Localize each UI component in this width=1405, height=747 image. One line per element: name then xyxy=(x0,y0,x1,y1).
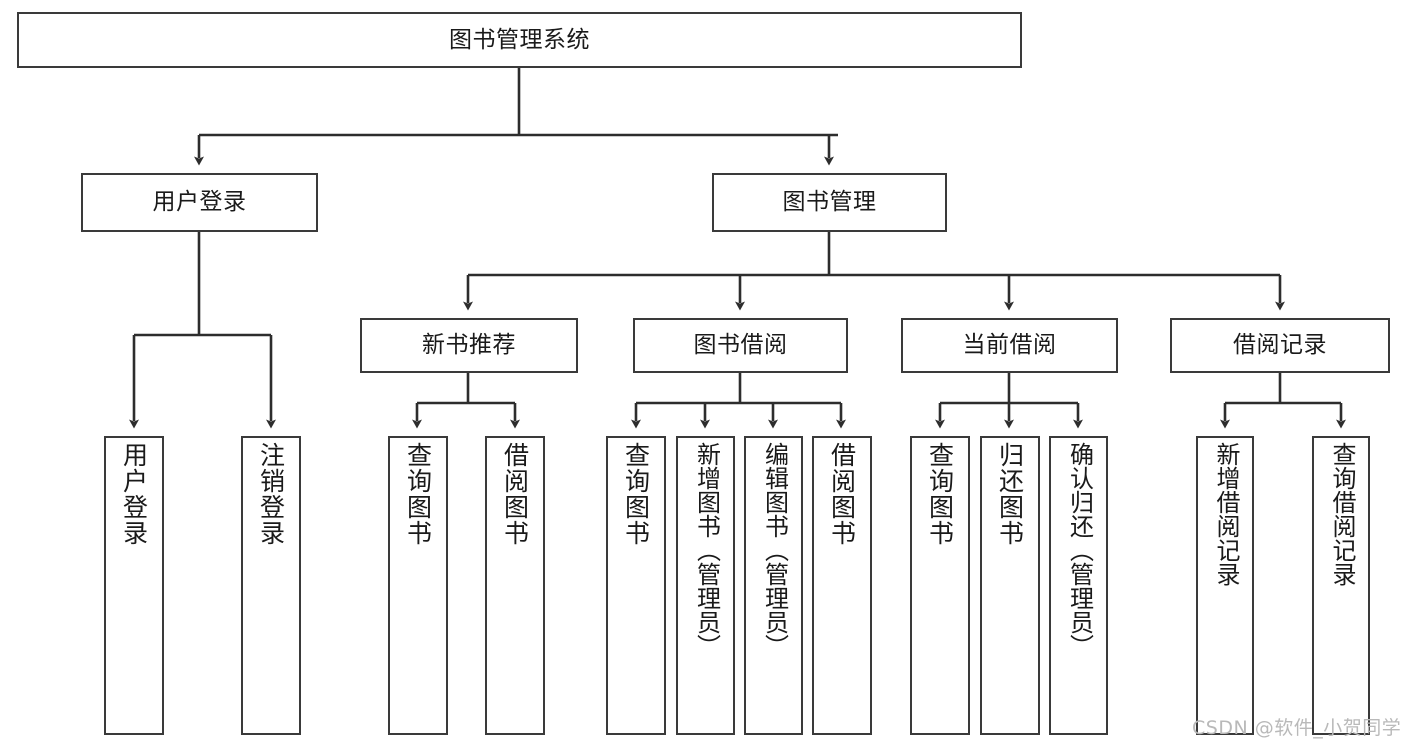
leaf-user-login-label: 用户登录 xyxy=(119,442,149,546)
node-book-borrow-label: 图书借阅 xyxy=(693,332,788,359)
node-root-label: 图书管理系统 xyxy=(449,26,590,53)
csdn-watermark: CSDN @软件_小贺同学 xyxy=(1192,717,1402,739)
node-book-management-label: 图书管理 xyxy=(782,189,877,216)
leaf-borrow-book-newbook[interactable]: 借阅图书 xyxy=(485,436,545,735)
leaf-edit-book-admin-label: 编辑图书（管理员） xyxy=(760,442,789,658)
leaf-query-book-current-label: 查询图书 xyxy=(925,442,955,546)
leaf-return-book-label: 归还图书 xyxy=(995,442,1025,546)
leaf-borrow-book[interactable]: 借阅图书 xyxy=(812,436,872,735)
node-book-management[interactable]: 图书管理 xyxy=(712,173,947,232)
node-new-book-recommend-label: 新书推荐 xyxy=(422,332,516,359)
node-current-borrow-label: 当前借阅 xyxy=(962,332,1057,359)
leaf-confirm-return-admin[interactable]: 确认归还（管理员） xyxy=(1049,436,1108,735)
leaf-query-book-borrow[interactable]: 查询图书 xyxy=(606,436,666,735)
leaf-query-book-newbook[interactable]: 查询图书 xyxy=(388,436,448,735)
leaf-query-book-current[interactable]: 查询图书 xyxy=(910,436,970,735)
leaf-borrow-book-label: 借阅图书 xyxy=(827,442,857,546)
leaf-add-book-admin-label: 新增图书（管理员） xyxy=(692,442,721,658)
leaf-query-borrow-record-label: 查询借阅记录 xyxy=(1327,442,1356,586)
leaf-logout-login-label: 注销登录 xyxy=(256,442,286,546)
leaf-add-book-admin[interactable]: 新增图书（管理员） xyxy=(676,436,735,735)
node-current-borrow[interactable]: 当前借阅 xyxy=(901,318,1118,373)
leaf-borrow-book-newbook-label: 借阅图书 xyxy=(500,442,530,546)
leaf-return-book[interactable]: 归还图书 xyxy=(980,436,1040,735)
node-user-login-label: 用户登录 xyxy=(152,189,247,216)
node-new-book-recommend[interactable]: 新书推荐 xyxy=(360,318,578,373)
node-borrow-records-label: 借阅记录 xyxy=(1233,332,1327,359)
leaf-logout-login[interactable]: 注销登录 xyxy=(241,436,301,735)
leaf-add-borrow-record-label: 新增借阅记录 xyxy=(1211,442,1240,586)
leaf-confirm-return-admin-label: 确认归还（管理员） xyxy=(1065,442,1094,658)
leaf-query-book-newbook-label: 查询图书 xyxy=(403,442,433,546)
leaf-query-borrow-record[interactable]: 查询借阅记录 xyxy=(1312,436,1370,735)
node-user-login[interactable]: 用户登录 xyxy=(81,173,318,232)
leaf-user-login[interactable]: 用户登录 xyxy=(104,436,164,735)
node-root[interactable]: 图书管理系统 xyxy=(17,12,1022,68)
node-borrow-records[interactable]: 借阅记录 xyxy=(1170,318,1390,373)
leaf-edit-book-admin[interactable]: 编辑图书（管理员） xyxy=(744,436,803,735)
leaf-add-borrow-record[interactable]: 新增借阅记录 xyxy=(1196,436,1254,735)
node-book-borrow[interactable]: 图书借阅 xyxy=(633,318,848,373)
leaf-query-book-borrow-label: 查询图书 xyxy=(621,442,651,546)
